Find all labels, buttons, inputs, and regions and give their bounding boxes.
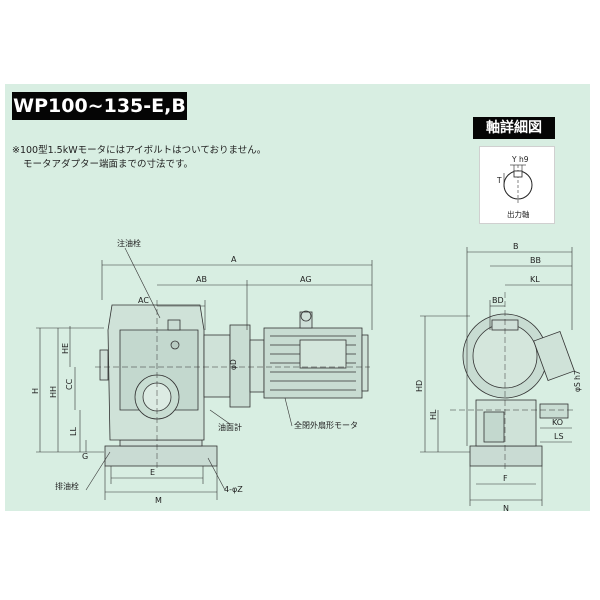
note-line-1: ※100型1.5kWモータにはアイボルトはついておりません。 — [12, 145, 267, 156]
dim-b: B — [513, 242, 519, 251]
title-bar: WP100~135-E,B — [12, 92, 187, 120]
dim-phi-s-h7: φS h7 — [573, 370, 582, 392]
dim-hl: HL — [429, 409, 438, 420]
dim-ag: AG — [300, 275, 312, 284]
dim-ls: LS — [554, 432, 564, 441]
dim-h: H — [31, 388, 40, 394]
dim-t: T — [496, 176, 502, 185]
dim-cc: CC — [65, 378, 74, 390]
dim-ac: AC — [138, 296, 149, 305]
dim-hh: HH — [49, 386, 58, 398]
label-motor: 全閉外扇形モータ — [294, 420, 358, 430]
dim-g: G — [82, 452, 88, 461]
shaft-caption: 出力軸 — [507, 209, 530, 219]
dim-ko: KO — [552, 418, 563, 427]
label-oil-drain: 排油栓 — [55, 481, 79, 491]
dim-kl: KL — [530, 275, 540, 284]
dim-phi-d: φD — [229, 359, 238, 370]
dim-ll: LL — [69, 427, 78, 436]
dim-ab: AB — [196, 275, 207, 284]
side-base-plate — [469, 445, 543, 467]
dim-n: N — [503, 504, 509, 513]
dim-hd: HD — [415, 380, 424, 392]
dim-bb: BB — [530, 256, 541, 265]
note-line-2: モータアダプター端面までの寸法です。 — [23, 159, 194, 170]
shaft-detail-drawing: Y h9 T 出力軸 — [496, 155, 533, 219]
dim-a: A — [231, 255, 237, 264]
base-plate — [104, 445, 218, 467]
dim-he: HE — [61, 343, 70, 354]
shaft-detail-box: Y h9 T 出力軸 — [479, 146, 555, 224]
detail-title: 軸詳細図 — [473, 117, 555, 139]
dim-bd: BD — [492, 296, 504, 305]
motor-adapter — [203, 334, 231, 398]
label-oil-gauge: 油面計 — [218, 422, 242, 432]
dim-y-h9: Y h9 — [511, 155, 529, 164]
dim-4-z: 4-φZ — [224, 485, 243, 494]
dim-f: F — [503, 474, 508, 483]
dim-e: E — [150, 468, 155, 477]
dim-m: M — [155, 496, 162, 505]
model-title: WP100~135-E,B — [13, 95, 186, 117]
label-oil-inlet: 注油栓 — [117, 238, 141, 248]
